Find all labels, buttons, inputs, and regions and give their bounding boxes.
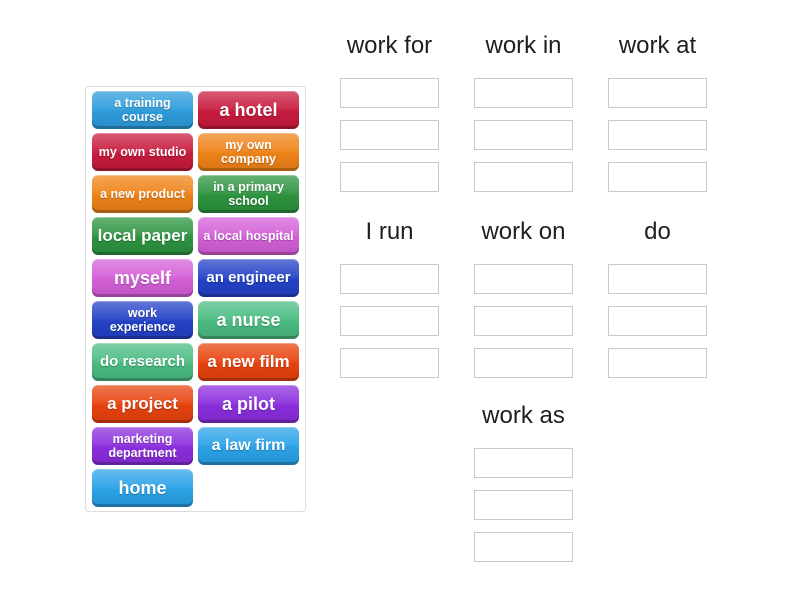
drop-slot[interactable] [474,78,573,108]
category-group-do: do [608,216,707,390]
word-tile[interactable]: a law firm [198,427,299,465]
drop-slot[interactable] [340,348,439,378]
drop-slot[interactable] [474,448,573,478]
drop-slot[interactable] [608,162,707,192]
drop-slot[interactable] [474,490,573,520]
category-group-work-on: work on [474,216,573,390]
word-bank-panel: a training course a hotel my own studio … [85,86,306,512]
drop-slot[interactable] [608,120,707,150]
word-tile[interactable]: a new product [92,175,193,213]
category-group-i-run: I run [340,216,439,390]
drop-slot[interactable] [474,162,573,192]
category-heading: work in [485,32,562,59]
word-tile[interactable]: work experience [92,301,193,339]
word-tile[interactable]: a training course [92,91,193,129]
drop-slot[interactable] [608,306,707,336]
word-tile[interactable]: do research [92,343,193,381]
word-tile[interactable]: a new film [198,343,299,381]
drop-slot[interactable] [608,264,707,294]
drop-slot[interactable] [474,264,573,294]
word-tile[interactable]: local paper [92,217,193,255]
word-tile[interactable]: my own company [198,133,299,171]
word-tile[interactable]: a pilot [198,385,299,423]
category-group-work-for: work for [340,30,439,204]
drop-slot[interactable] [474,348,573,378]
category-heading: I run [365,218,414,245]
drop-slot[interactable] [474,532,573,562]
drop-slot[interactable] [340,120,439,150]
word-tile[interactable]: an engineer [198,259,299,297]
word-tile[interactable]: in a primary school [198,175,299,213]
word-tile[interactable]: a nurse [198,301,299,339]
word-tile[interactable]: a project [92,385,193,423]
word-tile[interactable]: home [92,469,193,507]
word-tile[interactable]: a hotel [198,91,299,129]
category-heading: do [644,218,671,245]
drop-slot[interactable] [340,78,439,108]
category-heading: work at [618,32,697,59]
category-heading: work on [481,218,566,245]
drop-slot[interactable] [608,78,707,108]
drop-slot[interactable] [340,306,439,336]
drop-slot[interactable] [340,264,439,294]
word-tile[interactable]: marketing department [92,427,193,465]
word-tile[interactable]: myself [92,259,193,297]
category-heading: work for [346,32,433,59]
drop-slot[interactable] [340,162,439,192]
drop-slot[interactable] [474,306,573,336]
category-group-work-as: work as [474,400,573,574]
drop-slot[interactable] [474,120,573,150]
category-group-work-in: work in [474,30,573,204]
category-group-work-at: work at [608,30,707,204]
category-heading: work as [482,402,565,429]
word-tile[interactable]: my own studio [92,133,193,171]
word-tile[interactable]: a local hospital [198,217,299,255]
drop-slot[interactable] [608,348,707,378]
